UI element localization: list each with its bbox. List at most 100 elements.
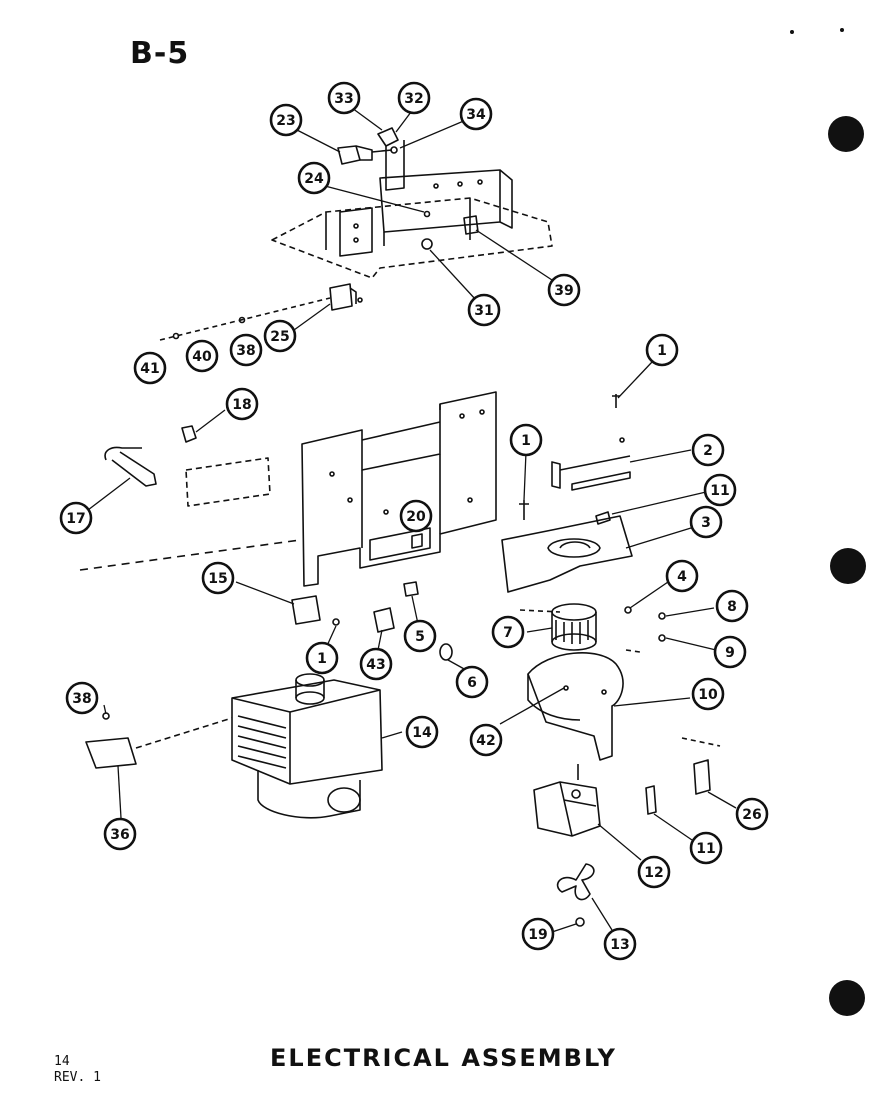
left-bracket-outline bbox=[185, 457, 271, 507]
part-9-washer bbox=[658, 634, 666, 642]
callout-circle bbox=[521, 917, 555, 951]
part-11-pin bbox=[645, 785, 657, 815]
callout-c38a: 38 bbox=[229, 333, 263, 367]
callout-c19: 19 bbox=[521, 917, 555, 951]
callout-c23: 23 bbox=[269, 103, 303, 137]
part-3-bracket bbox=[501, 515, 633, 593]
callout-circle bbox=[133, 351, 167, 385]
callout-c15: 15 bbox=[201, 561, 235, 595]
callout-number: 39 bbox=[554, 283, 573, 299]
callout-circle bbox=[469, 723, 503, 757]
part-17-rod bbox=[104, 446, 157, 487]
speck-1 bbox=[790, 30, 794, 34]
callout-number: 13 bbox=[610, 937, 629, 953]
callout-number: 7 bbox=[503, 625, 513, 641]
callout-circle bbox=[359, 647, 393, 681]
callout-circle bbox=[297, 161, 331, 195]
callout-circle bbox=[637, 855, 671, 889]
callout-c38b: 38 bbox=[65, 681, 99, 715]
callout-c31: 31 bbox=[467, 293, 501, 327]
sheet-id: B-5 bbox=[130, 36, 190, 71]
callout-circle bbox=[509, 423, 543, 457]
callout-c36: 36 bbox=[103, 817, 137, 851]
callout-circle bbox=[399, 499, 433, 533]
callout-circle bbox=[65, 681, 99, 715]
callout-circle bbox=[269, 103, 303, 137]
callout-c20: 20 bbox=[399, 499, 433, 533]
callout-number: 20 bbox=[406, 509, 426, 525]
callout-number: 43 bbox=[366, 657, 385, 673]
callout-circle bbox=[59, 501, 93, 535]
binder-hole-top bbox=[828, 116, 864, 152]
part-2-rod bbox=[551, 437, 631, 491]
callout-c40: 40 bbox=[185, 339, 219, 373]
callout-number: 38 bbox=[72, 691, 91, 707]
callout-circle bbox=[327, 81, 361, 115]
part-24-screw bbox=[423, 210, 431, 218]
part-18-bushing bbox=[181, 425, 197, 443]
callout-c42: 42 bbox=[469, 723, 503, 757]
callout-c7: 7 bbox=[491, 615, 525, 649]
callout-c10: 10 bbox=[691, 677, 725, 711]
callout-c25: 25 bbox=[263, 319, 297, 353]
part-23-switch bbox=[337, 145, 393, 165]
callout-number: 33 bbox=[334, 91, 353, 107]
part-7-coupling bbox=[551, 603, 597, 651]
callout-c6: 6 bbox=[455, 665, 489, 699]
callout-number: 11 bbox=[710, 483, 729, 499]
callout-number: 11 bbox=[696, 841, 715, 857]
callout-c14: 14 bbox=[405, 715, 439, 749]
callout-number: 40 bbox=[192, 349, 212, 365]
callout-circle bbox=[689, 831, 723, 865]
callout-number: 41 bbox=[140, 361, 159, 377]
callout-c33: 33 bbox=[327, 81, 361, 115]
callout-number: 12 bbox=[644, 865, 663, 881]
callout-c1a: 1 bbox=[645, 333, 679, 367]
callout-number: 1 bbox=[317, 651, 327, 667]
callout-circle bbox=[225, 387, 259, 421]
callout-number: 15 bbox=[208, 571, 227, 587]
part-5-clip bbox=[403, 581, 419, 597]
callout-c2: 2 bbox=[691, 433, 725, 467]
callout-c1c: 1 bbox=[305, 641, 339, 675]
upper-screw-line bbox=[159, 297, 331, 341]
part-1-screw-low bbox=[332, 618, 340, 626]
part-25-bracket bbox=[329, 283, 357, 311]
callout-circle bbox=[713, 635, 747, 669]
page-number: 14 bbox=[54, 1054, 70, 1069]
callout-circle bbox=[459, 97, 493, 131]
callout-circle bbox=[689, 505, 723, 539]
callout-circle bbox=[305, 641, 339, 675]
callout-number: 32 bbox=[404, 91, 423, 107]
callout-number: 18 bbox=[232, 397, 251, 413]
magnetron-mount-line bbox=[135, 717, 233, 749]
callout-number: 14 bbox=[412, 725, 432, 741]
upper-chassis-plate bbox=[271, 169, 553, 279]
callout-number: 42 bbox=[476, 733, 495, 749]
callout-circle bbox=[201, 561, 235, 595]
callout-c8: 8 bbox=[715, 589, 749, 623]
callout-c13: 13 bbox=[603, 927, 637, 961]
part-11-spring bbox=[595, 511, 611, 525]
callout-c41: 41 bbox=[133, 351, 167, 385]
callout-circle bbox=[603, 927, 637, 961]
callout-circle bbox=[403, 619, 437, 653]
callout-number: 34 bbox=[466, 107, 486, 123]
callout-circle bbox=[735, 797, 769, 831]
callout-c1b: 1 bbox=[509, 423, 543, 457]
binder-hole-middle bbox=[830, 548, 866, 584]
callout-circle bbox=[691, 433, 725, 467]
callout-number: 31 bbox=[474, 303, 493, 319]
callout-circle bbox=[703, 473, 737, 507]
callout-number: 1 bbox=[657, 343, 667, 359]
callout-c26: 26 bbox=[735, 797, 769, 831]
part-14-magnetron bbox=[231, 673, 383, 819]
part-19-nut bbox=[575, 917, 585, 927]
callout-c11a: 11 bbox=[703, 473, 737, 507]
callout-number: 38 bbox=[236, 343, 255, 359]
main-bracket-assembly bbox=[301, 391, 497, 587]
callout-number: 3 bbox=[701, 515, 711, 531]
callout-number: 10 bbox=[698, 687, 718, 703]
